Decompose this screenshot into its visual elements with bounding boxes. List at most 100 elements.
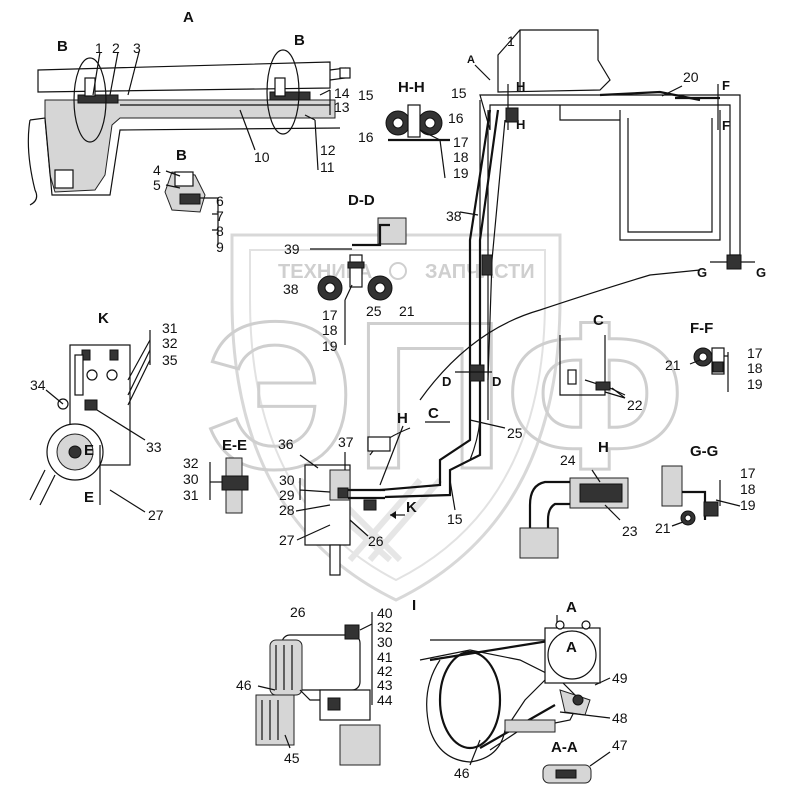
section-f-f: F-F 21 17 18 19 xyxy=(665,320,763,392)
compressor-a-circle xyxy=(547,630,597,680)
detail-h: H 24 23 xyxy=(519,439,638,559)
callout-14: 14 xyxy=(334,85,350,101)
view-a-top: A B B 1 2 3 14 13 10 12 11 xyxy=(27,9,351,206)
callout-45: 45 xyxy=(284,750,300,766)
callout-18-ff: 18 xyxy=(747,360,763,376)
view-marker-h-mid: H xyxy=(397,410,408,427)
view-marker-a: A xyxy=(467,54,475,66)
callout-47: 47 xyxy=(612,737,628,753)
callout-20: 20 xyxy=(683,69,699,85)
callout-17-ff: 17 xyxy=(747,345,763,361)
callout-15-mid: 15 xyxy=(447,511,463,527)
callout-16-right: 16 xyxy=(448,110,464,126)
callout-17-hh: 17 xyxy=(453,134,469,150)
callout-25-cab: 25 xyxy=(507,425,523,441)
watermark: ТЕХНИКА ЗАПЧАСТИ ЭПФ xyxy=(204,233,686,602)
callout-1: 1 xyxy=(95,40,103,56)
watermark-logo: ЭПФ xyxy=(205,278,685,513)
callout-32-k: 32 xyxy=(162,335,178,351)
section-label-a-a: A-A xyxy=(551,739,578,756)
callout-18-gg: 18 xyxy=(740,481,756,497)
detail-b: B 4 5 6 7 8 9 xyxy=(153,147,224,255)
callout-19-gg: 19 xyxy=(740,497,756,513)
view-marker-g-left: G xyxy=(697,265,707,280)
callout-38-dd: 38 xyxy=(283,281,299,297)
callout-16-left: 16 xyxy=(358,129,374,145)
section-label-e-e: E-E xyxy=(222,437,247,454)
callout-24: 24 xyxy=(560,452,576,468)
callout-26-i: 26 xyxy=(290,604,306,620)
section-label-a: A xyxy=(183,9,194,26)
section-label-h: H xyxy=(598,439,609,456)
callout-10: 10 xyxy=(254,149,270,165)
view-marker-e-bottom: E xyxy=(84,489,94,506)
callout-22: 22 xyxy=(627,397,643,413)
section-e-e: E-E 32 30 31 xyxy=(183,437,249,514)
view-marker-g-right: G xyxy=(756,265,766,280)
callout-3: 3 xyxy=(133,40,141,56)
callout-35: 35 xyxy=(162,352,178,368)
callout-26-mid: 26 xyxy=(368,533,384,549)
section-label-a-belt: A xyxy=(566,599,577,616)
view-marker-f-top: F xyxy=(722,78,730,93)
callout-44: 44 xyxy=(377,692,393,708)
callout-41: 41 xyxy=(377,649,393,665)
callout-30-i: 30 xyxy=(377,634,393,650)
callout-38-cab: 38 xyxy=(446,208,462,224)
section-label-f-f: F-F xyxy=(690,320,713,337)
callout-13: 13 xyxy=(334,99,350,115)
callout-32-ee: 32 xyxy=(183,455,199,471)
section-h-h: H-H 15 15 16 16 17 18 19 xyxy=(358,79,469,181)
callout-23: 23 xyxy=(622,523,638,539)
callout-11: 11 xyxy=(320,159,335,175)
callout-39: 39 xyxy=(284,241,300,257)
callout-1-cab: 1 xyxy=(507,33,515,49)
callout-31-k: 31 xyxy=(162,320,178,336)
callout-17-gg: 17 xyxy=(740,465,756,481)
callout-15-right: 15 xyxy=(451,85,467,101)
section-label-b-right: B xyxy=(294,32,305,49)
callout-33: 33 xyxy=(146,439,162,455)
callout-18-dd: 18 xyxy=(322,322,338,338)
section-d-d: D-D 39 38 25 21 17 18 19 xyxy=(283,192,415,354)
section-a-a: A-A 47 xyxy=(542,737,628,784)
view-marker-d-left: D xyxy=(442,374,451,389)
cab-frame xyxy=(479,94,741,256)
section-label-g-g: G-G xyxy=(690,443,718,460)
view-marker-a-circle: A xyxy=(566,639,577,656)
section-label-h-h: H-H xyxy=(398,79,425,96)
callout-42: 42 xyxy=(377,663,393,679)
callout-37: 37 xyxy=(338,434,354,450)
hose-fitting xyxy=(519,527,559,559)
view-k: K E E 31 32 35 34 33 27 xyxy=(29,310,178,523)
callout-4: 4 xyxy=(153,162,161,178)
callout-21-dd: 21 xyxy=(399,303,415,319)
callout-30-ee: 30 xyxy=(183,471,199,487)
view-marker-h-bottom: H xyxy=(516,117,525,132)
callout-12: 12 xyxy=(320,142,336,158)
callout-49: 49 xyxy=(612,670,628,686)
callout-30-mid: 30 xyxy=(279,472,295,488)
callout-21-gg: 21 xyxy=(655,520,671,536)
callout-2: 2 xyxy=(112,40,120,56)
section-g-g: G-G 17 18 19 21 xyxy=(655,443,756,536)
view-marker-k-mid: K xyxy=(406,499,417,516)
view-marker-d-right: D xyxy=(492,374,501,389)
callout-46-i: 46 xyxy=(236,677,252,693)
view-i: I 26 40 32 30 41 42 43 44 46 45 xyxy=(236,597,416,766)
callout-43: 43 xyxy=(377,677,393,693)
callout-36: 36 xyxy=(278,436,294,452)
compressor-mount-view: H C K 15 36 37 30 29 28 27 26 xyxy=(278,405,463,576)
callout-5: 5 xyxy=(153,177,161,193)
drive-belt xyxy=(438,650,502,750)
belt-drive-view: A A 49 48 46 xyxy=(419,599,628,781)
section-label-d-d: D-D xyxy=(348,192,375,209)
callout-25-dd: 25 xyxy=(366,303,382,319)
cab-main-view: A 1 20 H H F F G G 38 D D xyxy=(379,29,766,499)
callout-34: 34 xyxy=(30,377,46,393)
callout-7: 7 xyxy=(216,208,224,224)
callout-21-ff: 21 xyxy=(665,357,681,373)
view-marker-f-bottom: F xyxy=(722,118,730,133)
callout-48: 48 xyxy=(612,710,628,726)
